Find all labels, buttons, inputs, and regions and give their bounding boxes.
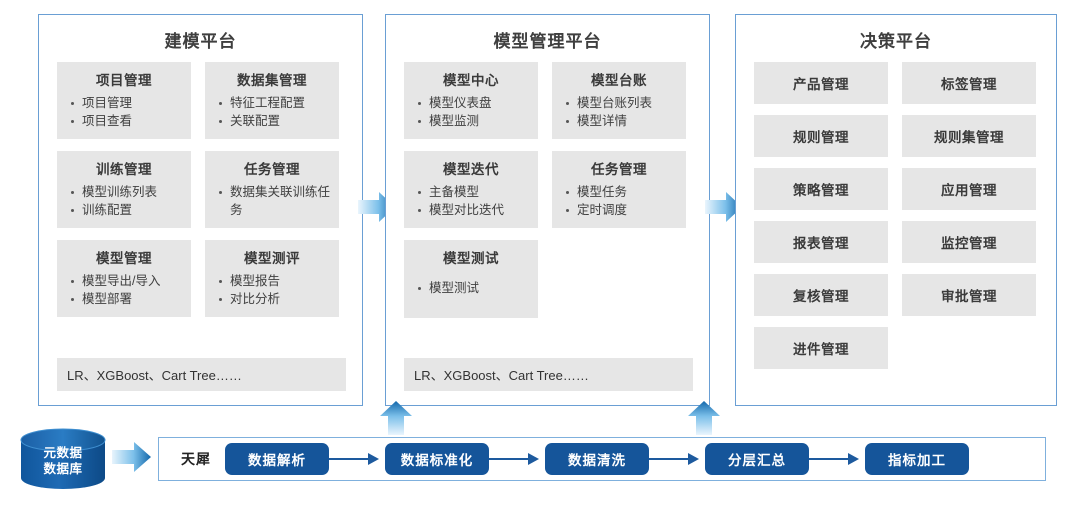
pipeline-arrow-icon xyxy=(329,453,385,465)
list-item[interactable]: 主备模型 xyxy=(416,183,530,201)
card-title: 模型测评 xyxy=(244,251,300,266)
pipeline-arrow-icon xyxy=(489,453,545,465)
list-item[interactable]: 项目管理 xyxy=(69,94,183,112)
card-title: 任务管理 xyxy=(591,162,647,177)
arrow-up-icon xyxy=(686,400,722,436)
card-title: 项目管理 xyxy=(96,73,152,88)
tile-strategy-management[interactable]: 策略管理 xyxy=(754,168,888,210)
card-title: 模型迭代 xyxy=(443,162,499,177)
card-model-evaluation[interactable]: 模型测评 模型报告 对比分析 xyxy=(205,240,339,317)
list-item[interactable]: 模型对比迭代 xyxy=(416,201,530,219)
list-item[interactable]: 模型报告 xyxy=(217,272,331,290)
tile-report-management[interactable]: 报表管理 xyxy=(754,221,888,263)
tile-approval-management[interactable]: 审批管理 xyxy=(902,274,1036,316)
card-model-management[interactable]: 模型管理 模型导出/导入 模型部署 xyxy=(57,240,191,317)
tile-monitor-management[interactable]: 监控管理 xyxy=(902,221,1036,263)
panel-decision-platform: 决策平台 产品管理 标签管理 规则管理 规则集管理 策略管理 应用管理 报表管理… xyxy=(735,14,1057,406)
card-title: 模型管理 xyxy=(96,251,152,266)
card-training-management[interactable]: 训练管理 模型训练列表 训练配置 xyxy=(57,151,191,228)
tile-label-management[interactable]: 标签管理 xyxy=(902,62,1036,104)
pipeline-stage-metrics[interactable]: 指标加工 xyxy=(865,443,969,475)
card-title: 数据集管理 xyxy=(237,73,307,88)
panel-title-modeling: 建模平台 xyxy=(164,32,237,51)
pipeline-stage-aggregate[interactable]: 分层汇总 xyxy=(705,443,809,475)
list-item[interactable]: 模型任务 xyxy=(564,183,678,201)
list-item[interactable]: 模型台账列表 xyxy=(564,94,678,112)
pipeline-label: 天犀 xyxy=(181,451,211,467)
cylinder-label-line2: 数据库 xyxy=(43,462,83,476)
pipeline-stage-parse[interactable]: 数据解析 xyxy=(225,443,329,475)
tile-intake-management[interactable]: 进件管理 xyxy=(754,327,888,369)
metadata-database-cylinder: 元数据 数据库 xyxy=(18,428,108,490)
card-title: 模型台账 xyxy=(591,73,647,88)
card-task-management-2[interactable]: 任务管理 模型任务 定时调度 xyxy=(552,151,686,228)
list-item[interactable]: 模型训练列表 xyxy=(69,183,183,201)
pipeline-arrow-icon xyxy=(649,453,705,465)
arrow-up-icon xyxy=(378,400,414,436)
algorithms-strip-model-mgmt: LR、XGBoost、Cart Tree…… xyxy=(404,358,693,391)
card-title: 模型中心 xyxy=(443,73,499,88)
tile-ruleset-management[interactable]: 规则集管理 xyxy=(902,115,1036,157)
card-task-management[interactable]: 任务管理 数据集关联训练任务 xyxy=(205,151,339,228)
panel-modeling-platform: 建模平台 项目管理 项目管理 项目查看 数据集管理 特征工程配置 关联配置 xyxy=(38,14,363,406)
arrow-right-icon xyxy=(112,441,152,473)
cylinder-label: 元数据 数据库 xyxy=(18,445,108,477)
card-dataset-management[interactable]: 数据集管理 特征工程配置 关联配置 xyxy=(205,62,339,139)
list-item[interactable]: 关联配置 xyxy=(217,112,331,130)
panel-model-management-platform: 模型管理平台 模型中心 模型仪表盘 模型监测 模型台账 模型台账列表 模型详情 xyxy=(385,14,710,406)
card-model-iteration[interactable]: 模型迭代 主备模型 模型对比迭代 xyxy=(404,151,538,228)
list-item[interactable]: 数据集关联训练任务 xyxy=(217,183,331,219)
list-item[interactable]: 模型部署 xyxy=(69,290,183,308)
tile-review-management[interactable]: 复核管理 xyxy=(754,274,888,316)
tile-placeholder xyxy=(902,327,1036,369)
arrow-right-icon xyxy=(705,190,743,224)
pipeline-stage-standardize[interactable]: 数据标准化 xyxy=(385,443,489,475)
tile-grid-decision: 产品管理 标签管理 规则管理 规则集管理 策略管理 应用管理 报表管理 监控管理… xyxy=(736,62,1056,369)
list-item[interactable]: 模型监测 xyxy=(416,112,530,130)
algorithms-strip-modeling: LR、XGBoost、Cart Tree…… xyxy=(57,358,346,391)
list-item[interactable]: 定时调度 xyxy=(564,201,678,219)
list-item[interactable]: 模型详情 xyxy=(564,112,678,130)
list-item[interactable]: 训练配置 xyxy=(69,201,183,219)
panel-title-model-mgmt: 模型管理平台 xyxy=(493,32,602,51)
data-pipeline-bar: 天犀 数据解析 数据标准化 数据清洗 分层汇总 指标加工 xyxy=(158,437,1046,481)
tile-rule-management[interactable]: 规则管理 xyxy=(754,115,888,157)
tile-product-management[interactable]: 产品管理 xyxy=(754,62,888,104)
cylinder-label-line1: 元数据 xyxy=(43,446,83,460)
list-item[interactable]: 模型导出/导入 xyxy=(69,272,183,290)
pipeline-arrow-icon xyxy=(809,453,865,465)
card-model-test[interactable]: 模型测试 模型测试 xyxy=(404,240,538,318)
tile-application-management[interactable]: 应用管理 xyxy=(902,168,1036,210)
card-title: 模型测试 xyxy=(443,251,499,266)
card-grid-modeling: 项目管理 项目管理 项目查看 数据集管理 特征工程配置 关联配置 训练管理 xyxy=(39,62,362,317)
card-grid-model-mgmt: 模型中心 模型仪表盘 模型监测 模型台账 模型台账列表 模型详情 模型迭代 xyxy=(386,62,709,318)
card-project-management[interactable]: 项目管理 项目管理 项目查看 xyxy=(57,62,191,139)
card-model-center[interactable]: 模型中心 模型仪表盘 模型监测 xyxy=(404,62,538,139)
list-item[interactable]: 对比分析 xyxy=(217,290,331,308)
list-item[interactable]: 模型测试 xyxy=(416,279,530,297)
panel-title-decision: 决策平台 xyxy=(860,32,932,51)
card-title: 任务管理 xyxy=(244,162,300,177)
list-item[interactable]: 模型仪表盘 xyxy=(416,94,530,112)
pipeline-stage-clean[interactable]: 数据清洗 xyxy=(545,443,649,475)
card-model-ledger[interactable]: 模型台账 模型台账列表 模型详情 xyxy=(552,62,686,139)
list-item[interactable]: 项目查看 xyxy=(69,112,183,130)
list-item[interactable]: 特征工程配置 xyxy=(217,94,331,112)
card-title: 训练管理 xyxy=(96,162,152,177)
